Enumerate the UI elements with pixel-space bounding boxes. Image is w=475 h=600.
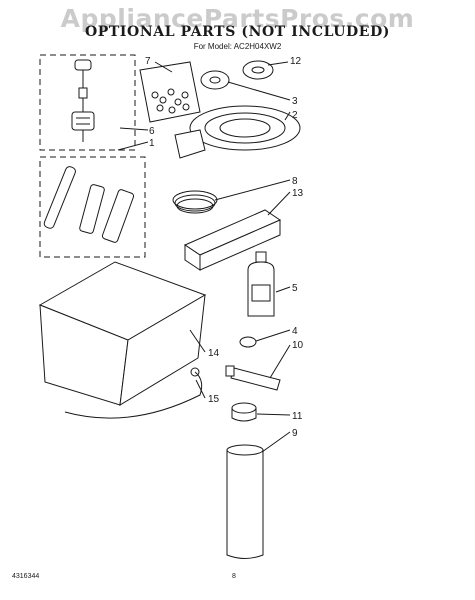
callout-7: 7 <box>145 56 151 67</box>
callout-5: 5 <box>292 283 298 294</box>
unit-cover-part <box>38 261 207 406</box>
wire-coil-part <box>172 190 218 214</box>
page-number: 8 <box>232 573 236 580</box>
tape-roll-narrow-part <box>242 60 274 80</box>
small-roll-part <box>231 402 257 422</box>
foam-block-part <box>183 209 282 271</box>
callout-numbers: 7 12 3 2 6 1 8 13 5 4 10 14 15 11 9 <box>145 56 304 439</box>
sealant-tube-part <box>225 365 281 391</box>
callout-15: 15 <box>208 394 220 405</box>
dashed-box-tubes <box>39 156 146 258</box>
foam-seal-roll-part <box>174 105 301 159</box>
callout-2: 2 <box>292 110 298 121</box>
page-title: OPTIONAL PARTS (NOT INCLUDED) <box>84 24 391 40</box>
callout-9: 9 <box>292 428 298 439</box>
callout-6: 6 <box>149 126 155 137</box>
callout-13: 13 <box>292 188 304 199</box>
dashed-box-fitting <box>39 54 136 151</box>
document-number: 4316344 <box>12 573 40 580</box>
cleaner-bottle-part <box>247 251 275 317</box>
callout-8: 8 <box>292 176 298 187</box>
screw-kit-bag-part <box>139 61 201 123</box>
model-subtitle: For Model: AC2H04XW2 <box>193 42 282 51</box>
cap-part <box>239 336 257 348</box>
callout-10: 10 <box>292 340 304 351</box>
fitting-valve-part <box>71 59 95 142</box>
callout-3: 3 <box>292 96 298 107</box>
spray-can-part <box>226 444 264 559</box>
callout-12: 12 <box>290 56 302 67</box>
tie-cord-part <box>64 367 203 419</box>
callout-4: 4 <box>292 326 298 337</box>
leader-lines <box>117 61 291 453</box>
callout-11: 11 <box>292 411 303 422</box>
callout-14: 14 <box>208 348 220 359</box>
watermark: AppliancePartsPros.com <box>60 4 415 33</box>
tube-set-part <box>43 166 135 243</box>
tape-roll-small-part <box>200 70 230 90</box>
callout-1: 1 <box>149 138 155 149</box>
